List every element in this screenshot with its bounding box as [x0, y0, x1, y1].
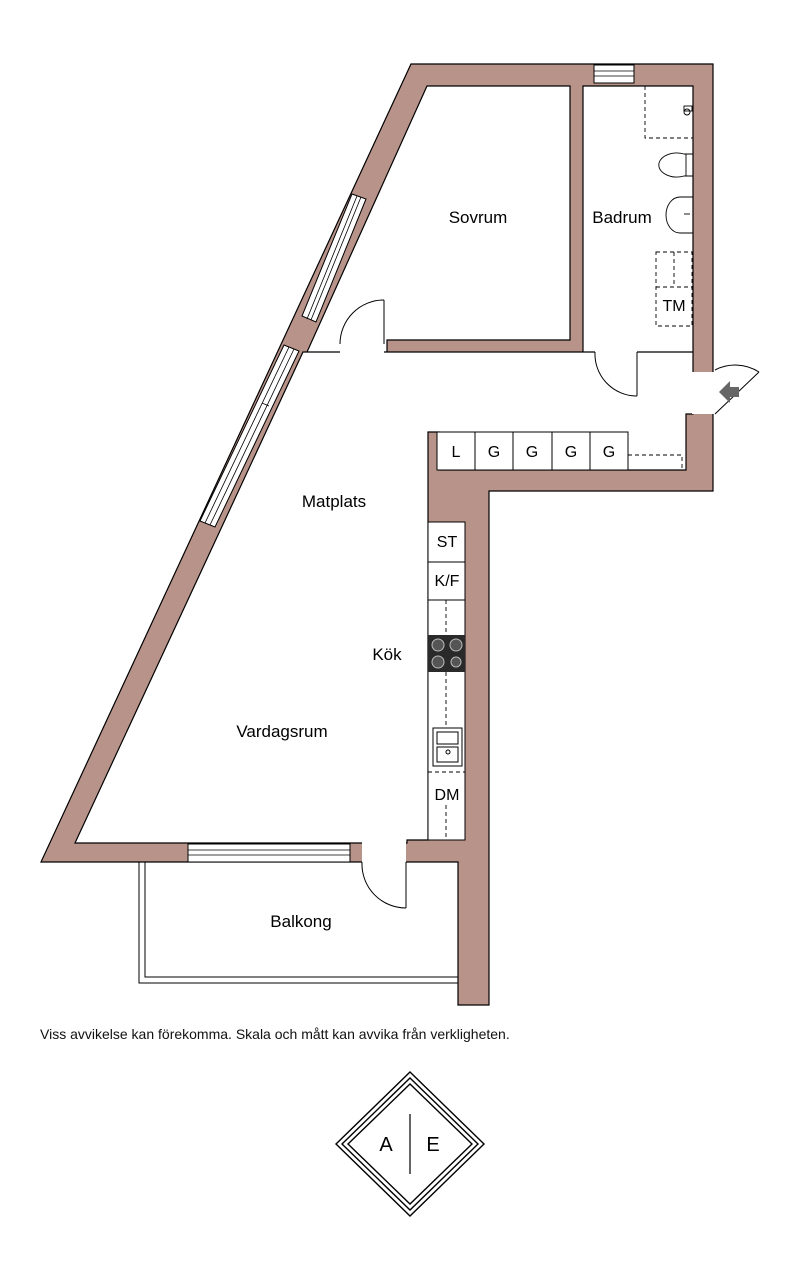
kitchen-sink-icon [432, 727, 463, 767]
logo-letter-a: A [379, 1134, 393, 1156]
bath-fixtures [644, 86, 694, 327]
room-label-kok: Kök [372, 645, 402, 664]
window-badrum [593, 64, 635, 84]
counter-dashes [428, 600, 465, 840]
fixture-label-st: ST [437, 534, 458, 551]
disclaimer-text: Viss avvikelse kan förekomma. Skala och … [40, 1026, 510, 1042]
floor-plan: Sovrum Badrum Matplats Kök Vardagsrum Ba… [40, 63, 760, 1006]
fixture-label-dm: DM [435, 787, 460, 804]
room-label-badrum: Badrum [592, 208, 652, 227]
wardrobe-label: G [603, 444, 615, 461]
room-label-vardagsrum: Vardagsrum [236, 722, 327, 741]
entrance-arrow-icon [719, 381, 739, 403]
sink-icon [665, 196, 694, 234]
wardrobe-label: L [452, 444, 461, 461]
fixture-label-tm: TM [662, 298, 685, 315]
door-badrum [594, 351, 638, 397]
wardrobe-label: G [565, 444, 577, 461]
balcony-railing [138, 862, 458, 984]
room-label-balkong: Balkong [270, 912, 331, 931]
room-label-matplats: Matplats [302, 492, 366, 511]
kitchen-counter [427, 521, 466, 841]
logo-letter-e: E [426, 1134, 439, 1156]
toilet-icon [658, 152, 694, 178]
door-balkong [361, 861, 407, 909]
window-matplats [199, 344, 300, 528]
stove-icon [428, 635, 465, 672]
walls [40, 63, 714, 1006]
fixture-label-kf: K/F [435, 573, 460, 590]
window-vardagsrum [187, 843, 351, 863]
room-label-sovrum: Sovrum [449, 208, 508, 227]
ae-logo: A E [334, 1071, 486, 1217]
wardrobe-label: G [526, 444, 538, 461]
wardrobe-row [436, 431, 629, 471]
shelf-dashed [628, 454, 683, 470]
faucet-icon [683, 105, 693, 116]
window-sovrum [301, 193, 367, 323]
door-sovrum [339, 299, 385, 345]
wardrobe-label: G [488, 444, 500, 461]
